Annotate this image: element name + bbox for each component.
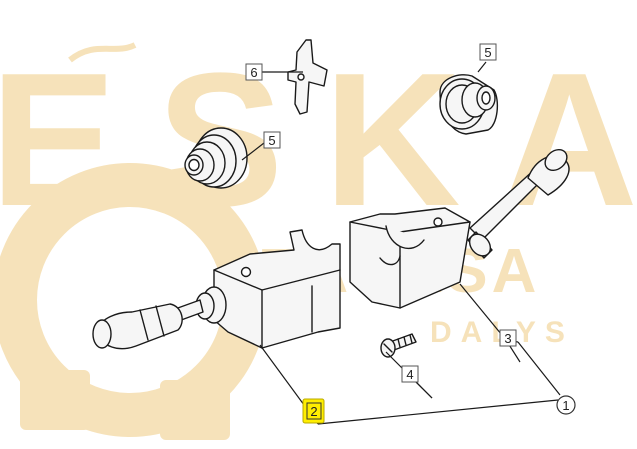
part-screw (380, 333, 417, 358)
callout-1-label: 1 (562, 398, 569, 413)
watermark-tagline: DALYS (430, 316, 574, 349)
part-switch-half-left (92, 229, 341, 350)
part-rubber-boot-left (184, 127, 248, 189)
callout-2-highlight (302, 398, 325, 424)
callout-5-left: 5 (263, 131, 281, 149)
watermark: ESKA EASKSA DALYS (0, 34, 637, 440)
callout-2-label: 2 (310, 404, 317, 419)
callout-5-left-label: 5 (268, 133, 275, 148)
part-rubber-boot-right (439, 74, 499, 135)
callout-3-label: 3 (504, 331, 511, 346)
callout-4-label: 4 (406, 367, 413, 382)
callout-2[interactable]: 2 (302, 398, 325, 424)
callout-6: 6 (245, 63, 263, 81)
callout-5-right-label: 5 (484, 45, 491, 60)
callout-4: 4 (401, 365, 419, 383)
callout-6-label: 6 (250, 65, 257, 80)
callout-1: 1 (556, 395, 576, 415)
callout-3: 3 (499, 329, 517, 347)
watermark-swoosh (68, 42, 137, 63)
part-lever-plate (287, 39, 328, 115)
part-switch-half-right (349, 148, 570, 309)
callout-5-right: 5 (479, 43, 497, 61)
